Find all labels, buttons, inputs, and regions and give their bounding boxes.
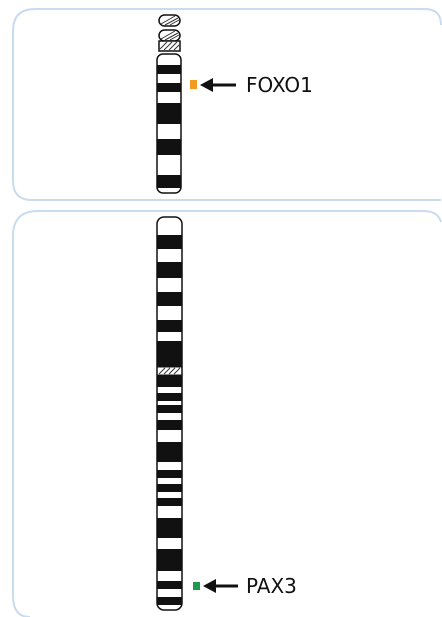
pax3-arrow-icon: [203, 579, 238, 593]
satellite-band: [159, 15, 180, 26]
satellite-band: [159, 30, 180, 41]
chromosome-2-ideogram: [157, 217, 182, 610]
chromosome-13-ideogram: [157, 15, 181, 193]
panel-frame: [13, 211, 441, 617]
chromosome-13-panel: FOXO1: [13, 9, 441, 200]
pax3-marker: [193, 582, 200, 590]
foxo1-marker: [190, 80, 197, 89]
chromosome-2-panel: PAX3: [13, 211, 441, 617]
pax3-label: PAX3: [246, 574, 297, 598]
panel-frame: [13, 9, 441, 200]
foxo1-label: FOXO1: [246, 73, 313, 97]
foxo1-arrow-icon: [200, 78, 236, 92]
